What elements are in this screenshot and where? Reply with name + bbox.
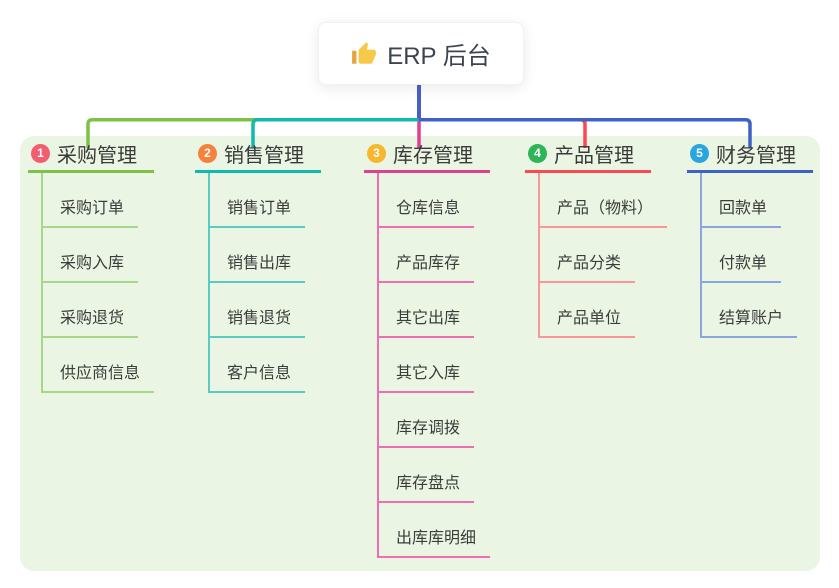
child-label: 其它入库 bbox=[396, 365, 461, 382]
child-label: 采购退货 bbox=[60, 310, 125, 327]
child-node[interactable]: 其它入库 bbox=[379, 338, 475, 393]
child-label: 回款单 bbox=[719, 200, 768, 217]
child-node[interactable]: 供应商信息 bbox=[43, 338, 155, 393]
branch-number-badge: 5 bbox=[690, 143, 709, 163]
child-label: 客户信息 bbox=[227, 365, 292, 382]
child-node[interactable]: 销售订单 bbox=[210, 173, 306, 228]
child-node[interactable]: 采购订单 bbox=[43, 173, 139, 228]
child-node[interactable]: 产品库存 bbox=[379, 228, 475, 283]
child-label: 销售退货 bbox=[227, 310, 292, 327]
child-label: 采购入库 bbox=[60, 255, 125, 272]
child-node[interactable]: 客户信息 bbox=[210, 338, 306, 393]
child-node[interactable]: 产品（物料） bbox=[540, 173, 668, 228]
branch-title: 采购管理 bbox=[57, 144, 137, 167]
child-label: 采购订单 bbox=[60, 200, 125, 217]
child-label: 库存调拨 bbox=[396, 420, 461, 437]
child-node[interactable]: 库存调拨 bbox=[379, 393, 475, 448]
child-node[interactable]: 销售退货 bbox=[210, 283, 306, 338]
child-node[interactable]: 库存盘点 bbox=[379, 448, 475, 503]
child-node[interactable]: 回款单 bbox=[702, 173, 782, 228]
branch-children: 产品（物料） 产品分类产品单位 bbox=[538, 173, 668, 338]
branch-title: 库存管理 bbox=[393, 144, 473, 167]
child-node[interactable]: 产品分类 bbox=[540, 228, 636, 283]
branch-children: 采购订单采购入库采购退货供应商信息 bbox=[41, 173, 155, 393]
child-label: 结算账户 bbox=[719, 310, 784, 327]
child-label: 产品（物料） bbox=[557, 200, 654, 217]
branches-panel bbox=[20, 136, 820, 571]
thumbs-up-icon bbox=[351, 41, 377, 67]
branch-1: 1 采购管理 采购订单采购入库采购退货供应商信息 bbox=[28, 142, 155, 393]
branch-header[interactable]: 1 采购管理 bbox=[28, 142, 154, 173]
branch-header[interactable]: 5 财务管理 bbox=[687, 142, 813, 173]
branch-number-badge: 3 bbox=[367, 143, 386, 163]
branch-title: 销售管理 bbox=[224, 144, 304, 167]
root-title: ERP 后台 bbox=[387, 43, 491, 70]
child-label: 销售出库 bbox=[227, 255, 292, 272]
child-label: 产品分类 bbox=[557, 255, 622, 272]
branch-children: 销售订单销售出库销售退货客户信息 bbox=[208, 173, 321, 393]
branch-header[interactable]: 2 销售管理 bbox=[195, 142, 321, 173]
child-node[interactable]: 产品单位 bbox=[540, 283, 636, 338]
branch-5: 5 财务管理 回款单付款单结算账户 bbox=[687, 142, 813, 338]
child-label: 库存盘点 bbox=[396, 475, 461, 492]
child-node[interactable]: 其它出库 bbox=[379, 283, 475, 338]
child-label: 出库库明细 bbox=[396, 530, 477, 547]
branch-header[interactable]: 3 库存管理 bbox=[364, 142, 490, 173]
branch-2: 2 销售管理 销售订单销售出库销售退货客户信息 bbox=[195, 142, 321, 393]
child-node[interactable]: 销售出库 bbox=[210, 228, 306, 283]
child-label: 付款单 bbox=[719, 255, 768, 272]
child-node[interactable]: 出库库明细 bbox=[379, 503, 491, 558]
child-node[interactable]: 付款单 bbox=[702, 228, 782, 283]
branch-children: 回款单付款单结算账户 bbox=[700, 173, 813, 338]
child-label: 供应商信息 bbox=[60, 365, 141, 382]
child-label: 产品库存 bbox=[396, 255, 461, 272]
branch-number-badge: 1 bbox=[31, 143, 50, 163]
child-node[interactable]: 结算账户 bbox=[702, 283, 798, 338]
branch-title: 产品管理 bbox=[554, 144, 634, 167]
child-node[interactable]: 采购退货 bbox=[43, 283, 139, 338]
child-label: 仓库信息 bbox=[396, 200, 461, 217]
branch-3: 3 库存管理 仓库信息产品库存其它出库其它入库库存调拨库存盘点出库库明细 bbox=[364, 142, 491, 558]
branch-children: 仓库信息产品库存其它出库其它入库库存调拨库存盘点出库库明细 bbox=[377, 173, 491, 558]
child-node[interactable]: 采购入库 bbox=[43, 228, 139, 283]
branch-title: 财务管理 bbox=[716, 144, 796, 167]
child-label: 产品单位 bbox=[557, 310, 622, 327]
branch-header[interactable]: 4 产品管理 bbox=[525, 142, 651, 173]
branch-4: 4 产品管理 产品（物料） 产品分类产品单位 bbox=[525, 142, 668, 338]
child-label: 销售订单 bbox=[227, 200, 292, 217]
child-label: 其它出库 bbox=[396, 310, 461, 327]
branch-number-badge: 4 bbox=[528, 143, 547, 163]
branch-number-badge: 2 bbox=[198, 143, 217, 163]
child-node[interactable]: 仓库信息 bbox=[379, 173, 475, 228]
root-node[interactable]: ERP 后台 bbox=[318, 22, 524, 85]
